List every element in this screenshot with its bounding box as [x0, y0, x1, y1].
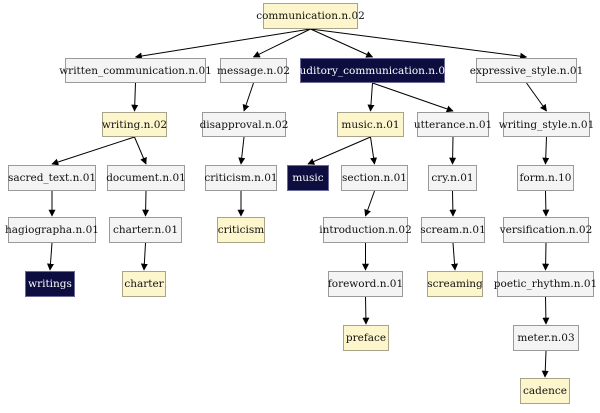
edge-communication-to-expressive_style: [310, 28, 528, 60]
edge-communication-to-auditory_communication: [310, 28, 374, 58]
node-screaming[interactable]: screaming: [427, 271, 483, 297]
edge-message-to-disapproval: [242, 82, 254, 112]
node-disapproval[interactable]: disapproval.n.02: [200, 112, 288, 137]
edge-document-to-charter_n01: [142, 190, 150, 217]
node-scream[interactable]: scream.n.01: [420, 217, 486, 243]
edge-music_n01-to-music_leaf: [307, 136, 371, 165]
edge-scream-to-screaming: [451, 242, 459, 271]
node-preface[interactable]: preface: [343, 325, 389, 351]
edge-section-to-introduction: [364, 190, 375, 217]
node-written-communication[interactable]: written_communication.n.01: [59, 58, 212, 83]
node-writing[interactable]: writing.n.02: [102, 112, 167, 137]
edge-disapproval-to-criticism_n01: [238, 136, 246, 165]
edge-music_n01-to-section: [370, 136, 378, 165]
edge-foreword-to-preface: [362, 296, 370, 325]
node-cadence[interactable]: cadence: [520, 378, 570, 404]
edge-writing_style-to-form: [542, 136, 550, 165]
node-form[interactable]: form.n.10: [517, 165, 574, 191]
node-hagiographa[interactable]: hagiographa.n.01: [5, 217, 99, 243]
node-expressive-style[interactable]: expressive_style.n.01: [470, 58, 583, 83]
node-poetic-rhythm[interactable]: poetic_rhythm.n.01: [494, 271, 597, 297]
node-communication[interactable]: communication.n.02: [256, 3, 365, 29]
edge-auditory_communication-to-utterance: [372, 82, 454, 113]
node-criticism-leaf[interactable]: criticism: [217, 217, 265, 243]
edge-written_communication-to-writing: [131, 82, 139, 112]
node-criticism-n01[interactable]: criticism.n.01: [204, 165, 278, 191]
node-music-n01[interactable]: music.n.01: [337, 112, 404, 137]
edge-hagiographa-to-writings: [46, 242, 54, 271]
node-auditory-communication[interactable]: auditory_communication.n.01: [293, 58, 452, 83]
node-utterance[interactable]: utterance.n.01: [414, 112, 492, 137]
node-writing-style[interactable]: writing_style.n.01: [499, 112, 594, 137]
node-music-leaf[interactable]: music: [287, 165, 329, 191]
node-versification[interactable]: versification.n.02: [500, 217, 592, 243]
edge-poetic_rhythm-to-meter: [542, 296, 550, 325]
edge-auditory_communication-to-music_n01: [367, 82, 375, 112]
edge-expressive_style-to-writing_style: [526, 82, 547, 112]
edge-cry-to-scream: [449, 190, 457, 217]
node-foreword[interactable]: foreword.n.01: [328, 271, 403, 297]
edge-writing-to-document: [134, 136, 147, 165]
edge-communication-to-message: [252, 28, 311, 58]
node-charter-leaf[interactable]: charter: [122, 271, 166, 297]
node-document[interactable]: document.n.01: [106, 165, 186, 191]
edge-utterance-to-cry: [449, 136, 457, 165]
node-writings[interactable]: writings: [25, 271, 75, 297]
node-cry[interactable]: cry.n.01: [428, 165, 477, 191]
node-section[interactable]: section.n.01: [341, 165, 408, 191]
node-sacred-text[interactable]: sacred_text.n.01: [8, 165, 96, 191]
edge-communication-to-written_communication: [134, 28, 311, 60]
node-charter-n01[interactable]: charter.n.01: [109, 217, 182, 243]
edge-form-to-versification: [542, 190, 550, 217]
edge-meter-to-cadence: [541, 350, 549, 378]
edge-writing-to-sacred_text: [51, 136, 135, 166]
node-introduction[interactable]: introduction.n.02: [319, 217, 412, 243]
edge-charter_n01-to-charter_leaf: [140, 242, 148, 271]
node-message[interactable]: message.n.02: [217, 58, 290, 83]
node-meter[interactable]: meter.n.03: [513, 325, 579, 351]
edge-versification-to-poetic_rhythm: [542, 242, 550, 271]
